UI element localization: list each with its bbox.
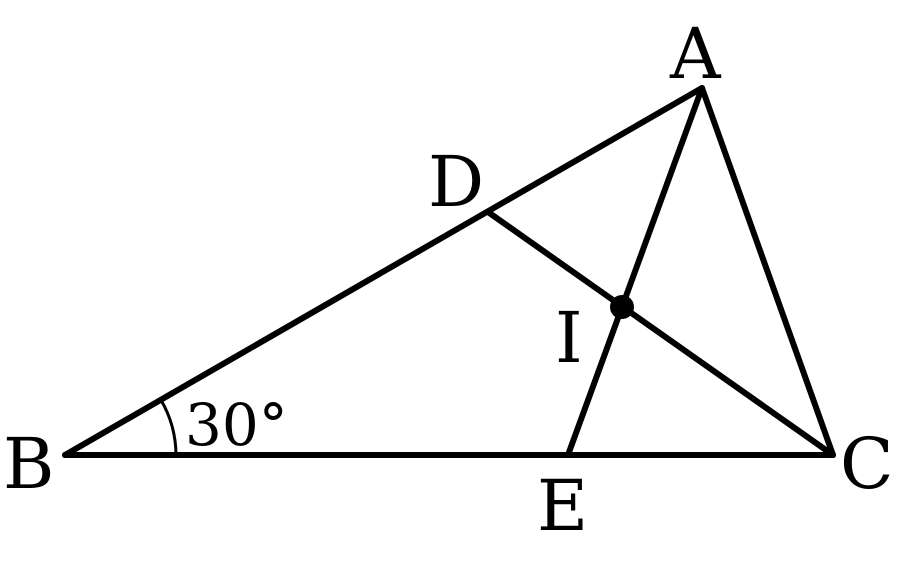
label-c: C xyxy=(840,423,894,505)
angle-b-arc xyxy=(159,399,178,456)
label-a: A xyxy=(669,13,722,95)
label-i: I xyxy=(555,297,583,379)
label-b: B xyxy=(3,423,54,505)
angle-b-label: 30° xyxy=(185,391,288,459)
label-e: E xyxy=(537,465,588,547)
segment-cd xyxy=(485,209,836,458)
point-i-dot xyxy=(610,295,634,319)
segment-ae xyxy=(565,85,705,458)
segment-ca xyxy=(699,85,836,458)
label-d: D xyxy=(428,141,484,223)
segment-ab xyxy=(62,85,705,458)
